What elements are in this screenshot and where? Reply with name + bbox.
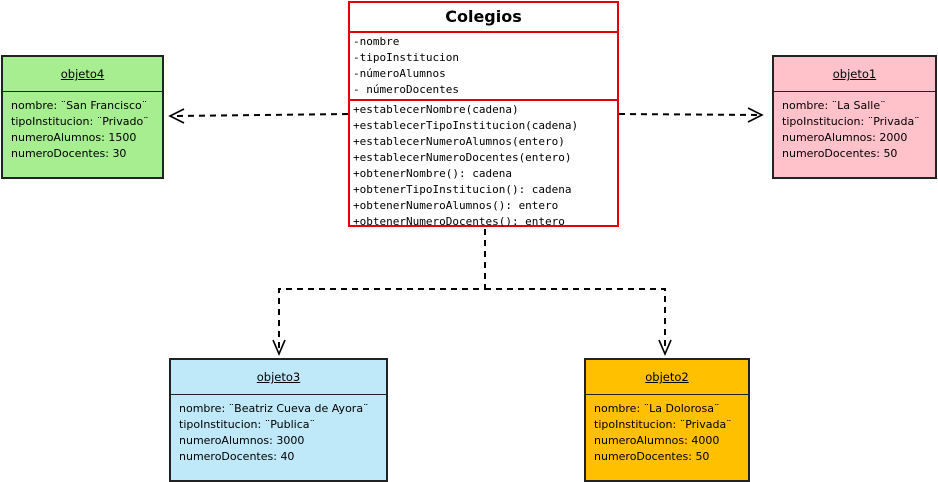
arrowhead-objeto3 (272, 339, 286, 357)
object-slots: nombre: ¨Beatriz Cueva de Ayora¨ tipoIns… (171, 395, 386, 471)
object-slot: numeroDocentes: 30 (11, 147, 127, 160)
object-slot: numeroAlumnos: 1500 (11, 131, 137, 144)
object-title: objeto3 (171, 360, 386, 395)
class-method: +establecerTipoInstitucion(cadena) (353, 119, 579, 132)
class-colegios[interactable]: Colegios -nombre -tipoInstitucion -númer… (348, 1, 619, 228)
class-attribute: - númeroDocentes (353, 83, 459, 96)
object-title: objeto4 (3, 57, 162, 92)
connector-trunk (278, 229, 486, 348)
object-title: objeto1 (774, 57, 935, 92)
class-name: Colegios (350, 3, 617, 33)
object-slot: numeroDocentes: 50 (782, 147, 898, 160)
object-objeto2[interactable]: objeto2 nombre: ¨La Dolorosa¨ tipoInstit… (584, 358, 750, 482)
class-method: +establecerNumeroDocentes(entero) (353, 151, 572, 164)
object-objeto1[interactable]: objeto1 nombre: ¨La Salle¨ tipoInstituci… (772, 55, 937, 179)
object-title: objeto2 (586, 360, 748, 395)
connector-objeto4 (171, 113, 349, 117)
class-attribute: -númeroAlumnos (353, 67, 446, 80)
object-slot: tipoInstitucion: ¨Privada¨ (594, 418, 732, 431)
object-objeto4[interactable]: objeto4 nombre: ¨San Francisco¨ tipoInst… (1, 55, 164, 179)
arrowhead-objeto4 (168, 108, 185, 124)
object-objeto3[interactable]: objeto3 nombre: ¨Beatriz Cueva de Ayora¨… (169, 358, 388, 482)
connector-objeto2 (485, 288, 666, 348)
arrowhead-objeto1 (747, 107, 764, 123)
object-slot: tipoInstitucion: ¨Publica¨ (179, 418, 315, 431)
class-method: +obtenerNumeroDocentes(): entero (353, 215, 565, 228)
object-slots: nombre: ¨La Salle¨ tipoInstitucion: ¨Pri… (774, 92, 935, 168)
class-attribute: -nombre (353, 35, 400, 48)
class-methods: +establecerNombre(cadena) +establecerTip… (350, 101, 617, 231)
class-attributes: -nombre -tipoInstitucion -númeroAlumnos … (350, 33, 617, 101)
object-slot: nombre: ¨San Francisco¨ (11, 99, 148, 112)
class-method: +obtenerNumeroAlumnos(): entero (353, 199, 559, 212)
object-slot: numeroAlumnos: 2000 (782, 131, 908, 144)
class-method: +establecerNombre(cadena) (353, 103, 519, 116)
object-slot: nombre: ¨La Salle¨ (782, 99, 886, 112)
object-slot: numeroAlumnos: 4000 (594, 434, 720, 447)
object-slot: nombre: ¨La Dolorosa¨ (594, 402, 720, 415)
object-slot: numeroDocentes: 40 (179, 450, 295, 463)
object-slot: numeroDocentes: 50 (594, 450, 710, 463)
object-slot: nombre: ¨Beatriz Cueva de Ayora¨ (179, 402, 369, 415)
arrowhead-objeto2 (658, 339, 672, 357)
class-method: +obtenerTipoInstitucion(): cadena (353, 183, 572, 196)
class-method: +obtenerNombre(): cadena (353, 167, 512, 180)
connector-objeto1 (618, 113, 761, 116)
object-slots: nombre: ¨La Dolorosa¨ tipoInstitucion: ¨… (586, 395, 748, 471)
object-slot: tipoInstitucion: ¨Privada¨ (782, 115, 920, 128)
object-slot: numeroAlumnos: 3000 (179, 434, 305, 447)
class-method: +establecerNumeroAlumnos(entero) (353, 135, 565, 148)
object-slot: tipoInstitucion: ¨Privado¨ (11, 115, 149, 128)
class-attribute: -tipoInstitucion (353, 51, 459, 64)
object-slots: nombre: ¨San Francisco¨ tipoInstitucion:… (3, 92, 162, 168)
